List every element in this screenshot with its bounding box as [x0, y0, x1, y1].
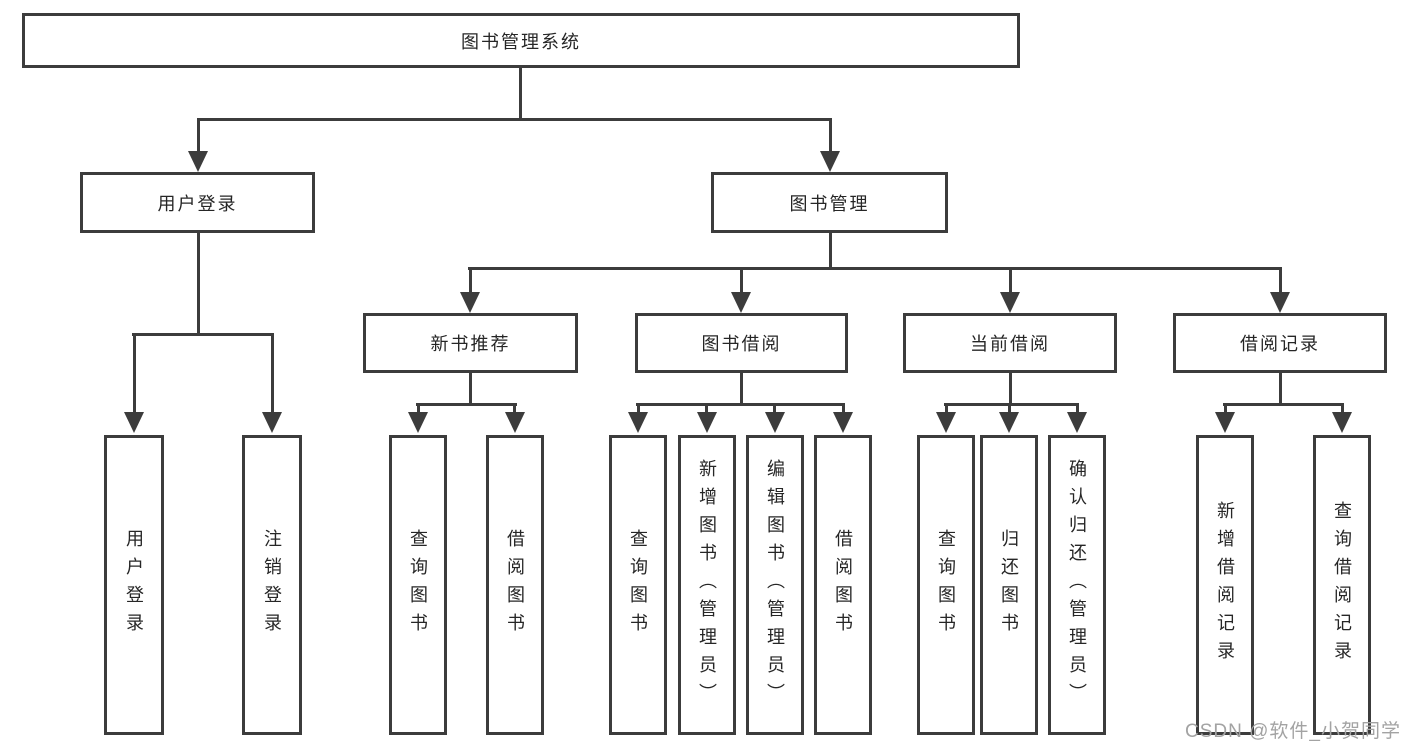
connector-line	[133, 333, 136, 414]
leaf-label: 注销登录	[262, 529, 282, 641]
node-label: 借阅记录	[1240, 334, 1320, 354]
arrowhead-down-icon	[505, 412, 525, 433]
arrowhead-down-icon	[1067, 412, 1087, 433]
leaf-add-borrow-record: 新增借阅记录	[1196, 435, 1254, 735]
node-label: 图书借阅	[701, 334, 782, 354]
leaf-label: 归还图书	[999, 529, 1019, 641]
leaf-label: 查询图书	[936, 529, 956, 641]
connector-line	[1008, 403, 1011, 414]
connector-line	[271, 333, 274, 414]
arrowhead-down-icon	[1332, 412, 1352, 433]
leaf-logout: 注销登录	[242, 435, 302, 735]
node-label: 新书推荐	[430, 334, 511, 354]
leaf-borrow-books: 借阅图书	[486, 435, 544, 735]
connector-line	[197, 233, 200, 335]
leaf-label: 查询借阅记录	[1332, 501, 1352, 669]
leaf-query-books: 查询图书	[389, 435, 447, 735]
connector-line	[636, 403, 845, 406]
connector-line	[132, 333, 274, 336]
node-label: 图书管理	[789, 193, 870, 214]
arrowhead-down-icon	[697, 412, 717, 433]
csdn-watermark: CSDN @软件_小贺同学	[1185, 721, 1401, 742]
leaf-label: 查询图书	[628, 529, 648, 641]
connector-line	[513, 403, 516, 414]
node-book-management: 图书管理	[711, 172, 948, 233]
connector-line	[944, 403, 1079, 406]
connector-line	[519, 68, 522, 120]
connector-line	[1076, 403, 1079, 414]
leaf-label: 借阅图书	[833, 529, 853, 641]
connector-line	[468, 267, 1282, 270]
connector-line	[469, 267, 472, 295]
arrowhead-down-icon	[1215, 412, 1235, 433]
node-label: 用户登录	[157, 193, 238, 214]
arrowhead-down-icon	[124, 412, 144, 433]
connector-line	[773, 403, 776, 414]
connector-line	[1224, 403, 1227, 414]
leaf-label: 查询图书	[408, 529, 428, 641]
leaf-label: 新增借阅记录	[1215, 501, 1235, 669]
leaf-user-login: 用户登录	[104, 435, 164, 735]
leaf-confirm-return-admin: 确认归还（管理员）	[1048, 435, 1106, 735]
leaf-query-books: 查询图书	[917, 435, 975, 735]
node-label: 当前借阅	[970, 334, 1050, 354]
connector-line	[637, 403, 640, 414]
connector-line	[1341, 403, 1344, 414]
leaf-query-books: 查询图书	[609, 435, 667, 735]
node-borrowing-records: 借阅记录	[1173, 313, 1387, 373]
arrowhead-down-icon	[833, 412, 853, 433]
arrowhead-down-icon	[820, 151, 840, 172]
leaf-query-borrow-record: 查询借阅记录	[1313, 435, 1371, 735]
arrowhead-down-icon	[765, 412, 785, 433]
connector-line	[469, 373, 472, 405]
node-label: 图书管理系统	[461, 31, 581, 52]
arrowhead-down-icon	[731, 292, 751, 313]
leaf-add-books-admin: 新增图书（管理员）	[678, 435, 736, 735]
connector-line	[842, 403, 845, 414]
arrowhead-down-icon	[262, 412, 282, 433]
arrowhead-down-icon	[999, 412, 1019, 433]
node-library-management-system: 图书管理系统	[22, 13, 1020, 68]
connector-line	[829, 233, 832, 270]
leaf-label: 借阅图书	[505, 529, 525, 641]
connector-line	[829, 118, 832, 154]
connector-line	[1223, 403, 1344, 406]
connector-line	[417, 403, 420, 414]
arrowhead-down-icon	[936, 412, 956, 433]
connector-line	[1009, 267, 1012, 295]
connector-line	[740, 267, 743, 295]
connector-line	[945, 403, 948, 414]
connector-line	[197, 118, 200, 154]
node-new-book-recommendation: 新书推荐	[363, 313, 578, 373]
arrowhead-down-icon	[1270, 292, 1290, 313]
node-book-borrowing: 图书借阅	[635, 313, 848, 373]
leaf-borrow-books: 借阅图书	[814, 435, 872, 735]
connector-line	[1279, 373, 1282, 405]
arrowhead-down-icon	[628, 412, 648, 433]
leaf-label: 编辑图书（管理员）	[765, 459, 785, 711]
arrowhead-down-icon	[188, 151, 208, 172]
leaf-edit-books-admin: 编辑图书（管理员）	[746, 435, 804, 735]
connector-line	[197, 118, 831, 121]
connector-line	[705, 403, 708, 414]
arrowhead-down-icon	[408, 412, 428, 433]
leaf-label: 用户登录	[124, 529, 144, 641]
arrowhead-down-icon	[1000, 292, 1020, 313]
leaf-label: 新增图书（管理员）	[697, 459, 717, 711]
node-user-login: 用户登录	[80, 172, 315, 233]
leaf-return-books: 归还图书	[980, 435, 1038, 735]
connector-line	[1279, 267, 1282, 295]
connector-line	[416, 403, 517, 406]
connector-line	[740, 373, 743, 405]
connector-line	[1009, 373, 1012, 405]
arrowhead-down-icon	[460, 292, 480, 313]
node-current-borrowing: 当前借阅	[903, 313, 1117, 373]
leaf-label: 确认归还（管理员）	[1067, 459, 1087, 711]
